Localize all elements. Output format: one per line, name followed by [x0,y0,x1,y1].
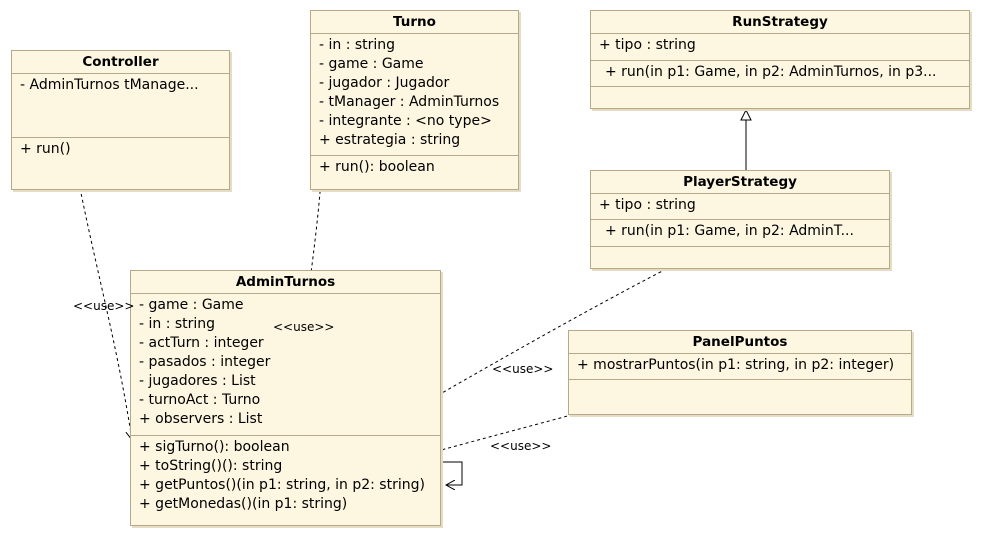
operation: + mostrarPuntos(in p1: string, in p2: in… [577,357,895,373]
attribute: - in : string [139,316,216,332]
attributes-section: + tipo : string [591,194,889,220]
class-controller[interactable]: Controller - AdminTurnos tManage... + ru… [11,50,230,190]
operation: + getMonedas()(in p1: string) [139,496,348,512]
operation: + run(in p1: Game, in p2: AdminTurnos, i… [605,64,937,80]
use-stereotype-label: <<use>> [492,362,554,376]
class-name: RunStrategy [591,11,969,34]
empty-section [591,247,889,269]
class-turno[interactable]: Turno - in : string - game : Game - juga… [310,10,519,190]
operation: + sigTurno(): boolean [139,439,290,455]
attribute: - game : Game [319,56,424,72]
operations-section: + sigTurno(): boolean + toString()(): st… [131,436,440,526]
attribute: - tManager : AdminTurnos [319,94,500,110]
operation: + toString()(): string [139,458,283,474]
operation: + run() [20,141,71,157]
empty-section [591,87,969,109]
attribute: - game : Game [139,297,244,313]
operations-section: + run() [12,138,229,200]
class-name: Controller [12,51,229,74]
attribute: + tipo : string [599,37,696,53]
use-stereotype-label: <<use>> [273,320,335,334]
attribute: - actTurn : integer [139,335,264,351]
attribute: + estrategia : string [319,132,461,148]
class-panelpuntos[interactable]: PanelPuntos + mostrarPuntos(in p1: strin… [568,330,912,415]
class-name: Turno [311,11,518,34]
operations-section: + run(in p1: Game, in p2: AdminT... [591,220,889,247]
class-playerstrategy[interactable]: PlayerStrategy + tipo : string + run(in … [590,170,890,269]
generalization-arrowhead [740,108,752,121]
class-name: PlayerStrategy [591,171,889,194]
attribute: + observers : List [139,411,263,427]
attribute: - AdminTurnos tManage... [20,77,199,93]
attribute: - in : string [319,37,396,53]
empty-section [569,380,911,415]
attribute: - turnoAct : Turno [139,392,261,408]
class-name: AdminTurnos [131,271,440,294]
attribute: - pasados : integer [139,354,271,370]
attributes-section: + tipo : string [591,34,969,61]
operations-section: + run(in p1: Game, in p2: AdminTurnos, i… [591,61,969,87]
class-adminturnos[interactable]: AdminTurnos - game : Game - in : string … [130,270,441,526]
attribute: + tipo : string [599,197,696,213]
attribute: - integrante : <no type> [319,113,492,129]
attribute: - jugador : Jugador [319,75,450,91]
class-name: PanelPuntos [569,331,911,354]
operation: + run(in p1: Game, in p2: AdminT... [605,223,854,239]
attribute: - jugadores : List [139,373,256,389]
self-association [441,461,463,485]
class-runstrategy[interactable]: RunStrategy + tipo : string + run(in p1:… [590,10,970,109]
operation: + run(): boolean [319,159,435,175]
use-stereotype-label: <<use>> [490,439,552,453]
operations-section: + run(): boolean [311,156,518,190]
attributes-section: - in : string - game : Game - jugador : … [311,34,518,156]
attributes-section: - AdminTurnos tManage... [12,74,229,138]
operations-section: + mostrarPuntos(in p1: string, in p2: in… [569,354,911,380]
operation: + getPuntos()(in p1: string, in p2: stri… [139,477,425,493]
attributes-section: - game : Game - in : string - actTurn : … [131,294,440,436]
use-stereotype-label: <<use>> [73,299,135,313]
